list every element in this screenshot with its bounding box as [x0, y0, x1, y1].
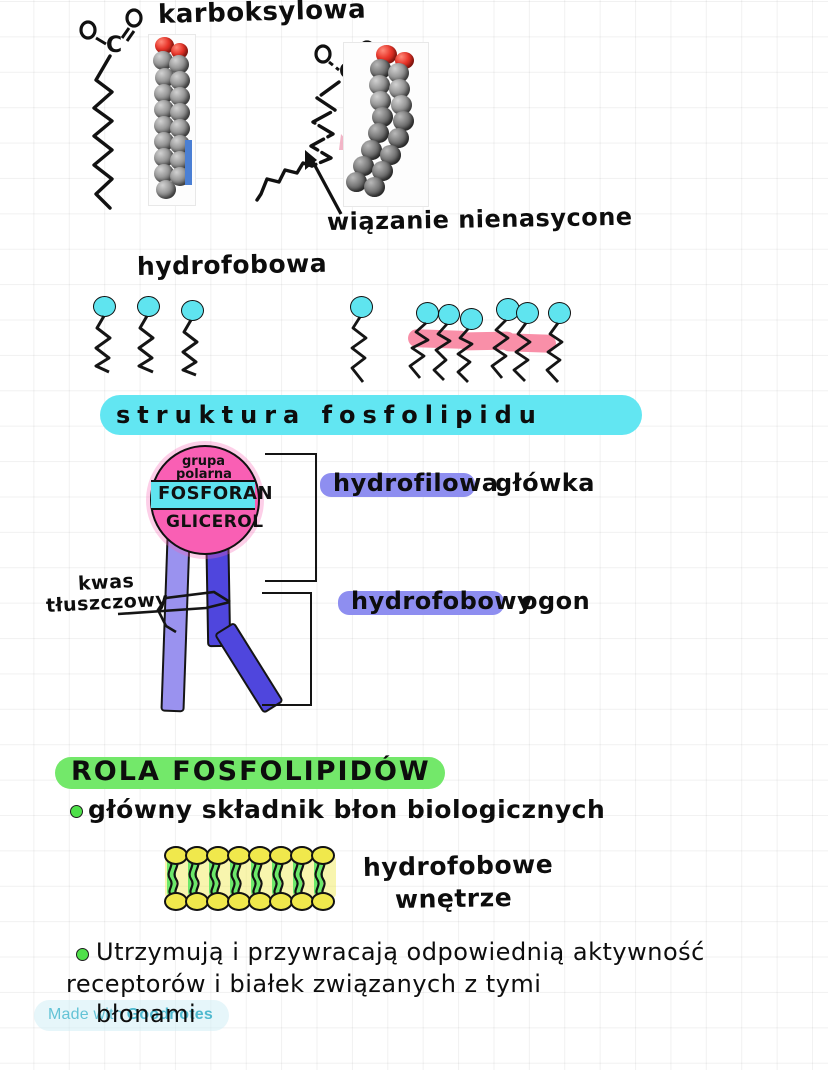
carbon-atom [154, 116, 174, 135]
carbon-atom [346, 172, 367, 192]
carbon-atom [170, 87, 190, 106]
carbon-atom [370, 59, 391, 79]
watermark-prefix: Made with [48, 1006, 123, 1023]
carbon-atom [154, 100, 174, 119]
lipid-tails [94, 315, 199, 377]
bracket-tail [262, 592, 312, 706]
hydrophilic-highlight [320, 473, 475, 497]
carbon-atom [154, 132, 174, 151]
phosphate-band [151, 480, 255, 510]
hydrophilic-word: hydrofilowa [333, 469, 499, 497]
membrane-bilayer-diagram [163, 846, 338, 911]
carbon-atom [156, 180, 176, 199]
membrane-head-icon [311, 846, 335, 865]
membrane-label-line2: wnętrze [394, 882, 513, 914]
unsaturated-tails [350, 316, 564, 383]
unsaturated-bond-label: wiązanie nienasycone [326, 202, 633, 236]
role-heading-text: ROLA FOSFOLIPIDÓW [71, 756, 431, 787]
role-bullet-2-line2: receptorów i białek związanych z tymi [66, 970, 542, 998]
heading-highlight [100, 395, 642, 435]
carbon-atom [393, 111, 414, 131]
hydrophobic-highlight [338, 591, 504, 615]
carbon-atom [389, 79, 410, 99]
membrane-label-line1: hydrofobowe [362, 849, 554, 882]
saturated-fatty-acid-group: C [70, 8, 190, 218]
carbon-atom [364, 177, 385, 197]
lipid-head-icon [516, 302, 539, 324]
lipid-head-icon [137, 296, 160, 317]
role-heading-highlight [55, 757, 445, 789]
role-bullet-2-line3: błonami [96, 1000, 197, 1028]
lipid-head-icon [460, 308, 483, 330]
blue-marker-bar [185, 140, 192, 185]
bullet-marker [70, 805, 83, 818]
unsaturated-molecule-model [343, 42, 429, 207]
carboxyl-formula-left: C [79, 8, 143, 210]
svg-text:C: C [106, 33, 122, 58]
carbon-atom [370, 91, 391, 111]
carbon-atom [154, 84, 174, 103]
watermark-brand: Goodnotes [126, 1006, 213, 1023]
membrane-units [167, 858, 326, 896]
head-word: główka [495, 469, 595, 497]
carbon-atom [388, 128, 409, 148]
carbon-atom [388, 63, 409, 83]
bracket-head [265, 453, 317, 582]
carbon-atom [154, 164, 174, 183]
membrane-head-icon [311, 892, 335, 911]
structure-heading-text: struktura fosfolipidu [116, 401, 543, 429]
role-bullet-2-line1: Utrzymują i przywracają odpowiednią akty… [96, 938, 705, 966]
carbon-atom [380, 145, 401, 165]
lipid-head-icon [438, 304, 460, 325]
carbon-atom [372, 161, 393, 181]
carbon-atom [153, 51, 173, 70]
carbon-atom [154, 148, 174, 167]
carbon-atom [353, 156, 374, 176]
glycerol-label: GLICEROL [166, 512, 264, 532]
fatty-acid-pointer-arrow [117, 590, 231, 634]
lipid-head-icon [350, 296, 373, 318]
carbon-atom [368, 123, 389, 143]
polar-group-label-line1: grupa [182, 454, 226, 469]
role-bullet-1-text: główny składnik błon biologicznych [88, 795, 606, 824]
hydrophobic-label: hydrofobowa [136, 248, 328, 281]
lipid-head-icon [181, 300, 204, 321]
carbon-atom [170, 71, 190, 90]
carbon-atom [170, 103, 190, 122]
carboxyl-label: karboksylowa [157, 0, 367, 30]
oxygen-atom [155, 37, 174, 54]
goodnotes-watermark: Made with Goodnotes [34, 1000, 229, 1031]
phosphate-label: FOSFORAN [158, 483, 274, 504]
tail-word: ogon [521, 587, 591, 615]
carbon-atom [391, 95, 412, 115]
carbon-atom [372, 107, 393, 127]
lipid-head-icon [548, 302, 571, 324]
bullet-marker [76, 948, 89, 961]
carbon-atom [169, 55, 189, 74]
polar-group-label-line2: polarna [176, 467, 232, 482]
carbon-atom [369, 75, 390, 95]
hydrophobic-word: hydrofobowy [351, 587, 534, 615]
carbon-atom [361, 140, 382, 160]
carbon-atom [170, 119, 190, 138]
